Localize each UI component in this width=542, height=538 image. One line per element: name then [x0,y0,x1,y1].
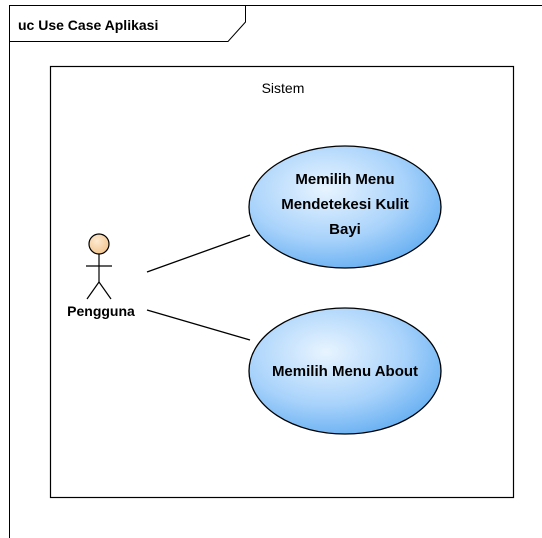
use-case-label-line-2: Mendetekesi Kulit [281,196,409,213]
system-boundary: Sistem [49,65,515,499]
use-case-label-line-3: Bayi [329,221,361,238]
use-case-memilih-menu-mendeteksi[interactable]: Memilih Menu Mendetekesi Kulit Bayi [248,145,442,269]
use-case-memilih-menu-about[interactable]: Memilih Menu About [248,307,442,435]
association-line-2 [146,309,251,341]
actor-left-leg [86,281,100,300]
system-boundary-box [49,65,515,499]
associations [146,234,251,341]
system-boundary-label: Sistem [262,80,305,96]
actor-head [88,233,110,255]
diagram-frame: uc Use Case Aplikasi [9,5,542,538]
frame-title-tab [9,5,246,42]
association-line-1 [146,234,251,273]
use-case-ellipse [248,307,442,435]
use-case-ellipse [248,145,442,269]
frame-title: uc Use Case Aplikasi [18,17,158,33]
actor-right-leg [98,281,112,300]
actor-pengguna[interactable]: Pengguna [67,233,135,319]
use-case-label-line-1: Memilih Menu About [272,363,418,380]
actor-label: Pengguna [67,303,135,319]
use-case-label-line-1: Memilih Menu [295,171,394,188]
